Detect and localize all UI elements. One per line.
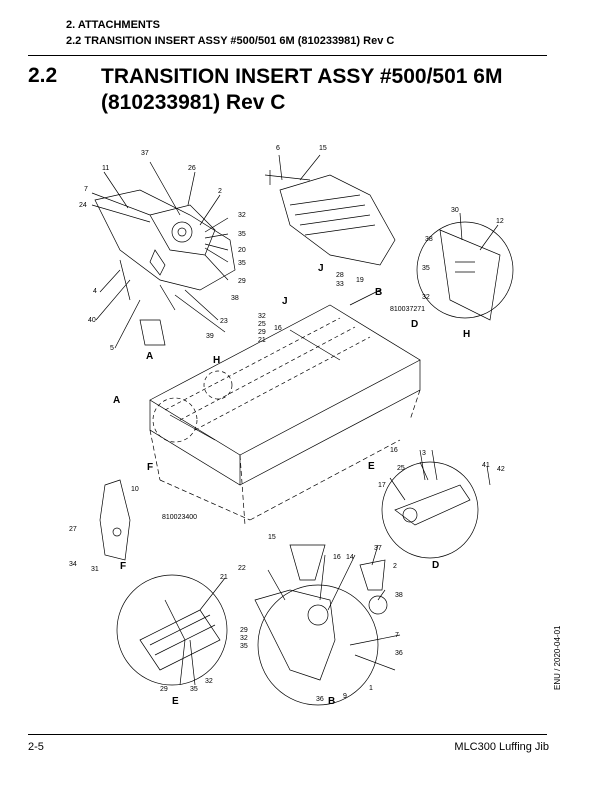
view-arrow-b: B — [375, 287, 382, 298]
callout-41: 41 — [482, 462, 490, 469]
callout-37b: 37 — [374, 545, 382, 552]
view-arrow-j: J — [282, 296, 288, 307]
callout-17: 17 — [378, 482, 386, 489]
view-label-h: H — [463, 329, 470, 340]
callout-36: 36 — [395, 650, 403, 657]
callout-31: 31 — [91, 566, 99, 573]
view-arrow-a: A — [113, 395, 120, 406]
product-name: MLC300 Luffing Jib — [454, 741, 549, 753]
view-label-j: J — [318, 263, 324, 274]
section-title: TRANSITION INSERT ASSY #500/501 6M (8102… — [101, 65, 503, 114]
callout-35e: 35 — [190, 686, 198, 693]
callout-5: 5 — [110, 345, 114, 352]
callout-28: 28 — [336, 272, 344, 279]
callout-14: 14 — [346, 554, 354, 561]
callout-16a: 16 — [274, 325, 282, 332]
callout-4: 4 — [93, 288, 97, 295]
callout-38c: 38 — [395, 592, 403, 599]
part-810023400: 810023400 — [162, 514, 197, 521]
callout-29d: 29 — [160, 686, 168, 693]
callout-36b: 36 — [316, 696, 324, 703]
callout-32e: 32 — [205, 678, 213, 685]
callout-10: 10 — [131, 486, 139, 493]
view-label-b: B — [328, 696, 335, 707]
callout-32c: 32 — [258, 313, 266, 320]
view-arrow-h: H — [213, 355, 220, 366]
callout-35a: 35 — [238, 231, 246, 238]
callout-2b: 2 — [393, 563, 397, 570]
callout-24: 24 — [79, 202, 87, 209]
callout-40: 40 — [88, 317, 96, 324]
callout-35b: 35 — [238, 260, 246, 267]
callout-15b: 15 — [268, 534, 276, 541]
callout-38b: 38 — [425, 236, 433, 243]
callout-29c: 29 — [240, 627, 248, 634]
callout-20: 20 — [238, 247, 246, 254]
callout-7b: 7 — [395, 632, 399, 639]
callout-34: 34 — [69, 561, 77, 568]
callout-27: 27 — [69, 526, 77, 533]
callout-29b: 29 — [258, 329, 266, 336]
callout-19: 19 — [356, 277, 364, 284]
revision-date-note: ENU / 2020-04-01 — [553, 625, 562, 690]
callout-42: 42 — [497, 466, 505, 473]
view-label-f: F — [120, 561, 126, 572]
section-number: 2.2 — [28, 64, 58, 87]
callout-35c: 35 — [422, 265, 430, 272]
callout-2a: 2 — [218, 188, 222, 195]
callout-12: 12 — [496, 218, 504, 225]
view-arrow-e: E — [368, 461, 375, 472]
callout-32a: 32 — [238, 212, 246, 219]
header-rule — [28, 55, 547, 56]
callout-37a: 37 — [141, 150, 149, 157]
callout-6: 6 — [276, 145, 280, 152]
callout-1: 1 — [369, 685, 373, 692]
callout-15a: 15 — [319, 145, 327, 152]
view-arrow-d: D — [411, 319, 418, 330]
view-label-a: A — [146, 351, 153, 362]
callout-39: 39 — [206, 333, 214, 340]
callout-21b: 21 — [220, 574, 228, 581]
callout-38a: 38 — [231, 295, 239, 302]
callout-16c: 16 — [333, 554, 341, 561]
callout-26: 26 — [188, 165, 196, 172]
part-810037271: 810037271 — [390, 306, 425, 313]
callout-25a: 25 — [258, 321, 266, 328]
callout-22: 22 — [238, 565, 246, 572]
section-heading: 2.2 TRANSITION INSERT ASSY #500/501 6M (… — [66, 35, 395, 47]
callout-29a: 29 — [238, 278, 246, 285]
callout-33: 33 — [336, 281, 344, 288]
callout-23: 23 — [220, 318, 228, 325]
footer-rule — [28, 734, 547, 735]
callout-7a: 7 — [84, 186, 88, 193]
view-label-e: E — [172, 696, 179, 707]
callout-32b: 32 — [422, 294, 430, 301]
callout-32d: 32 — [240, 635, 248, 642]
callout-30: 30 — [451, 207, 459, 214]
callout-11: 11 — [102, 165, 109, 172]
callout-3: 3 — [422, 450, 426, 457]
view-label-d: D — [432, 560, 439, 571]
page-number: 2-5 — [28, 741, 44, 753]
view-arrow-f: F — [147, 462, 153, 473]
callout-35d: 35 — [240, 643, 248, 650]
callout-25b: 25 — [397, 465, 405, 472]
callout-21a: 21 — [258, 337, 266, 344]
callout-9: 9 — [343, 693, 347, 700]
chapter-heading: 2. ATTACHMENTS — [66, 19, 160, 31]
callout-16b: 16 — [390, 447, 398, 454]
